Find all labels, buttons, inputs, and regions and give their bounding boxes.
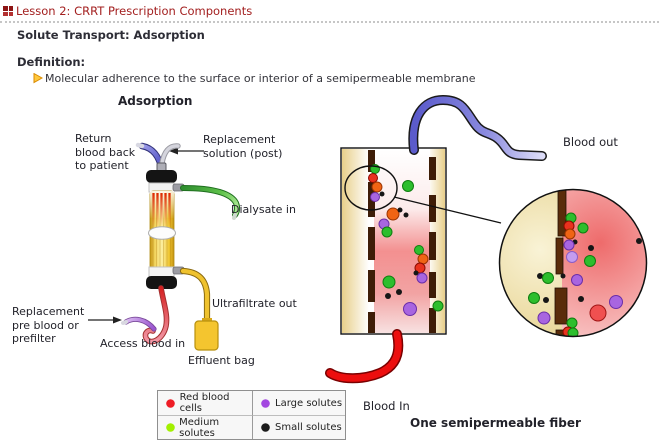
grid-icon [3, 6, 13, 16]
fiber-caption: One semipermeable fiber [410, 416, 581, 430]
label-dialysate-in: Dialysate in [231, 203, 296, 216]
legend-item-red-blood-cells: Red blood cells [158, 391, 252, 415]
label-access-blood-in: Access blood in [100, 337, 186, 350]
label-replacement-post: Replacement solution (post) [203, 133, 283, 160]
slide-title: Solute Transport: Adsorption [17, 28, 205, 42]
definition-text: Molecular adherence to the surface or in… [45, 72, 476, 85]
magnified-view [498, 188, 648, 338]
magnifier-connector-line [393, 196, 502, 224]
label-effluent-bag: Effluent bag [188, 354, 255, 367]
legend-label: Medium solutes [179, 416, 220, 439]
label-ultrafiltrate-out: Ultrafiltrate out [212, 297, 297, 310]
green-dot-icon [166, 423, 175, 432]
solutes-magnified [528, 212, 642, 336]
dialyzer-diagram [88, 142, 241, 351]
legend-item-large-solutes: Large solutes [252, 391, 345, 415]
label-return-blood: Return blood back to patient [75, 132, 136, 172]
blood-in-tube [325, 329, 404, 384]
blood-out-tube [408, 94, 547, 161]
legend-item-medium-solutes: Medium solutes [158, 415, 252, 439]
black-dot-icon [261, 423, 270, 432]
label-blood-in: Blood In [363, 399, 410, 413]
legend-label: Small solutes [275, 422, 342, 433]
device-diagram-title: Adsorption [118, 94, 193, 108]
legend-box: Red blood cells Large solutes Medium sol… [157, 390, 346, 440]
red-dot-icon [166, 398, 175, 408]
lesson-title: Lesson 2: CRRT Prescription Components [16, 4, 253, 18]
effluent-bag-shape [194, 320, 219, 351]
legend-item-small-solutes: Small solutes [252, 415, 345, 439]
bullet-arrow-icon [33, 73, 43, 84]
legend-label: Red blood cells [179, 392, 230, 414]
label-blood-out: Blood out [563, 135, 618, 149]
fiber-diagram [325, 94, 547, 384]
purple-dot-icon [261, 398, 270, 408]
label-replacement-pre: Replacement pre blood or prefilter [12, 305, 85, 345]
membrane-wall-right [429, 157, 436, 333]
definition-label: Definition: [17, 55, 86, 69]
lesson-header: Lesson 2: CRRT Prescription Components [0, 0, 659, 23]
magnified-membrane [554, 190, 568, 336]
magnifier-circle [344, 165, 398, 211]
legend-label: Large solutes [275, 397, 343, 409]
